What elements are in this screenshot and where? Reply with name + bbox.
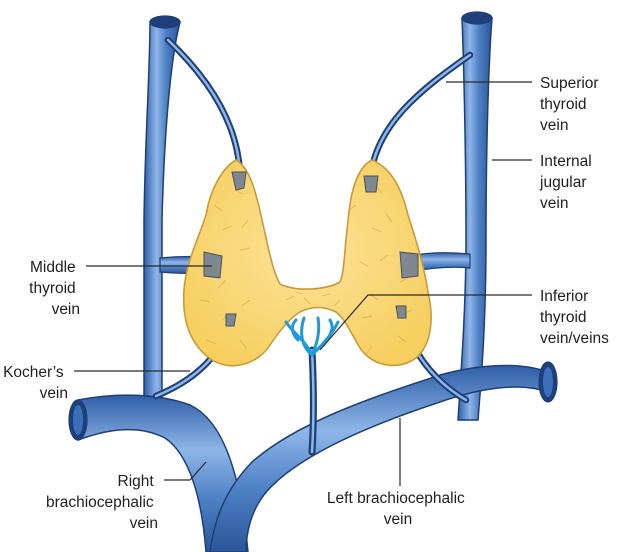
left-brachiocephalic-label: Left brachiocephalic vein xyxy=(327,490,469,528)
left-internal-jugular-vein xyxy=(458,18,492,420)
kochers-vein-label: Kocher’s vein xyxy=(3,364,68,402)
right-superior-thyroid-vein xyxy=(168,40,240,175)
right-lower-junction xyxy=(226,314,236,326)
left-superior-thyroid-vein-highlight xyxy=(370,55,470,180)
right-subclavian-lumen xyxy=(73,405,83,435)
left-middle-junction xyxy=(400,252,418,278)
right-internal-jugular-vein xyxy=(144,22,180,400)
left-lower-junction xyxy=(396,306,406,318)
left-superior-thyroid-vein xyxy=(370,55,470,180)
left-superior-junction xyxy=(364,176,378,192)
inferior-thyroid-vein-trunk-highlight xyxy=(312,350,314,452)
middle-thyroid-label: Middle thyroid vein xyxy=(29,259,80,318)
right-superior-thyroid-vein-highlight xyxy=(168,40,240,175)
right-middle-junction xyxy=(204,252,222,278)
right-ijv-opening xyxy=(150,16,180,28)
right-brachiocephalic-label: Right brachiocephalic vein xyxy=(46,473,158,532)
left-brachiocephalic-vein xyxy=(210,366,548,552)
inferior-thyroid-label: Inferior thyroid vein/veins xyxy=(540,288,609,347)
superior-thyroid-label: Superior thyroid vein xyxy=(540,75,603,134)
left-subclavian-lumen xyxy=(543,367,553,397)
internal-jugular-label: Internal jugular vein xyxy=(539,153,596,212)
veins xyxy=(69,12,557,552)
left-ijv-opening xyxy=(462,12,492,24)
